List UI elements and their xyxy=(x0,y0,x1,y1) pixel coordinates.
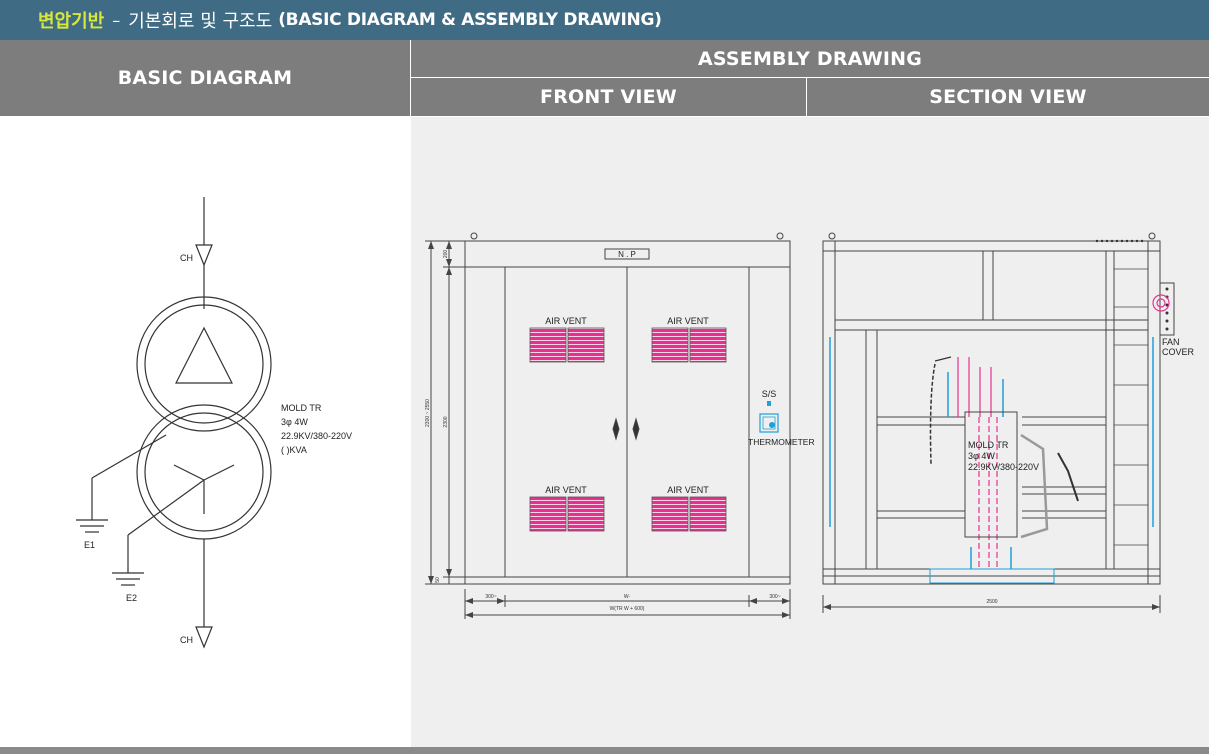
bottom-bar xyxy=(0,747,1209,754)
mold-tr-label-1: MOLD TR xyxy=(968,440,1009,450)
assembly-drawing-svg: N . P AIR VENT AIR VENT AIR VENT AIR VEN… xyxy=(425,232,1195,619)
title-english: (BASIC DIAGRAM & ASSEMBLY DRAWING) xyxy=(278,10,662,30)
header-assembly-drawing: ASSEMBLY DRAWING xyxy=(411,40,1209,77)
e1-label: E1 xyxy=(84,540,95,550)
mold-tr-label-3: 22.9KV/380-220V xyxy=(968,462,1039,472)
primary-winding-circle xyxy=(136,296,272,432)
spec-line-3: 22.9KV/380-220V xyxy=(281,431,352,441)
section-view-drawing xyxy=(822,232,1175,613)
selector-switch-icon xyxy=(767,401,771,406)
header-front-view: FRONT VIEW xyxy=(411,78,806,116)
dim-total: 2300 ~ 2550 xyxy=(425,399,431,427)
door-handle-left-icon xyxy=(612,417,620,441)
section-dim-bottom: 2500 xyxy=(986,599,997,605)
title-korean: 기본회로 및 구조도 xyxy=(128,11,273,32)
fan-cover-label-2: COVER xyxy=(1162,347,1195,357)
mold-tr-label-2: 3φ 4W xyxy=(968,451,995,461)
air-vent-label-lr: AIR VENT xyxy=(667,485,709,495)
title-bar: 변압기반 – 기본회로 및 구조도 (BASIC DIAGRAM & ASSEM… xyxy=(0,0,1209,40)
title-separator: – xyxy=(112,10,121,30)
secondary-winding-circle xyxy=(136,404,272,540)
fan-cover-label-1: FAN xyxy=(1162,337,1180,347)
nameplate xyxy=(604,248,650,260)
dim-left: 300~ xyxy=(485,594,496,600)
door-handle-right-icon xyxy=(632,417,640,441)
dim-w: W- xyxy=(624,594,631,600)
air-vent-label-ll: AIR VENT xyxy=(545,485,587,495)
spec-line-1: MOLD TR xyxy=(281,403,322,413)
basic-diagram-svg: CH CH MOLD TR 3φ 4W 22.9KV/380-220V ( )K… xyxy=(76,197,352,649)
header-section-view: SECTION VIEW xyxy=(807,78,1209,116)
air-vent-upper-right xyxy=(651,327,727,363)
air-vent-upper-left xyxy=(529,327,605,363)
air-vent-label-ul: AIR VENT xyxy=(545,316,587,326)
ch-top-arrow-icon xyxy=(195,244,213,267)
air-vent-label-ur: AIR VENT xyxy=(667,316,709,326)
ss-label: S/S xyxy=(762,389,777,399)
title-korean-accent: 변압기반 xyxy=(38,11,105,32)
ch-bottom-arrow-icon xyxy=(195,626,213,649)
ch-top-label: CH xyxy=(180,253,193,263)
basic-diagram-panel: CH CH MOLD TR 3φ 4W 22.9KV/380-220V ( )K… xyxy=(0,117,410,747)
air-vent-lower-left xyxy=(529,496,605,532)
dim-top: 200 xyxy=(443,250,449,259)
thermometer-label: THERMOMETER xyxy=(748,437,815,447)
fan-cover-box xyxy=(1159,282,1175,336)
mold-tr-bracket xyxy=(1020,433,1049,539)
cable-terminal xyxy=(1057,452,1079,502)
thermometer-icon xyxy=(759,413,779,433)
np-label: N . P xyxy=(618,250,636,259)
header-basic-diagram: BASIC DIAGRAM xyxy=(0,40,410,116)
assembly-drawing-panel: N . P AIR VENT AIR VENT AIR VENT AIR VEN… xyxy=(411,117,1209,747)
ch-bottom-label: CH xyxy=(180,635,193,645)
dim-mid: 2300 xyxy=(443,416,449,427)
dim-bottom: 50 xyxy=(435,577,441,583)
front-view-drawing xyxy=(425,232,791,619)
dim-width: W(TR W + 600) xyxy=(610,606,645,612)
mold-tr-body xyxy=(964,411,1018,538)
delta-symbol-icon xyxy=(175,326,233,384)
dim-right: 300~ xyxy=(769,594,780,600)
spec-line-2: 3φ 4W xyxy=(281,417,308,427)
e2-label: E2 xyxy=(126,593,137,603)
air-vent-lower-right xyxy=(651,496,727,532)
spec-line-4: ( )KVA xyxy=(281,445,307,455)
